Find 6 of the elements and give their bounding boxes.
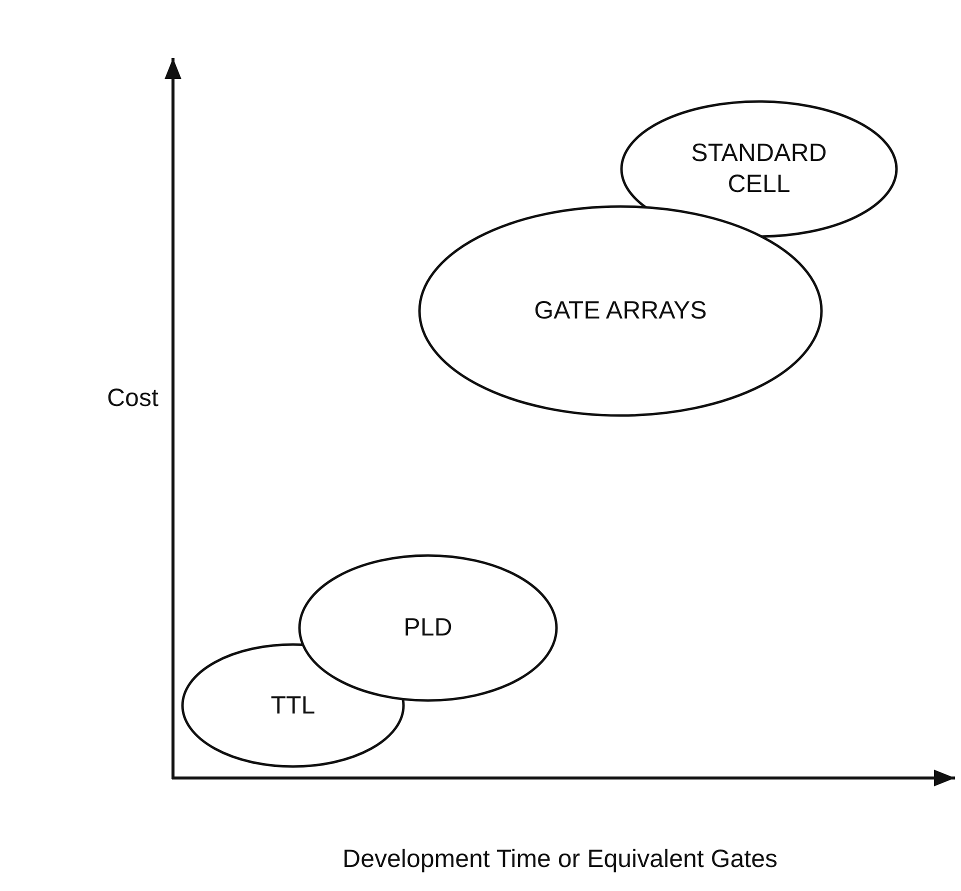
region-label: TTL — [270, 690, 316, 721]
region-label: PLD — [402, 612, 454, 644]
axis-title: Cost — [107, 384, 158, 413]
region-label: STANDARD CELL — [690, 138, 828, 200]
region-label: GATE ARRAYS — [533, 295, 708, 326]
axis-title: Development Time or Equivalent Gates — [342, 845, 778, 874]
